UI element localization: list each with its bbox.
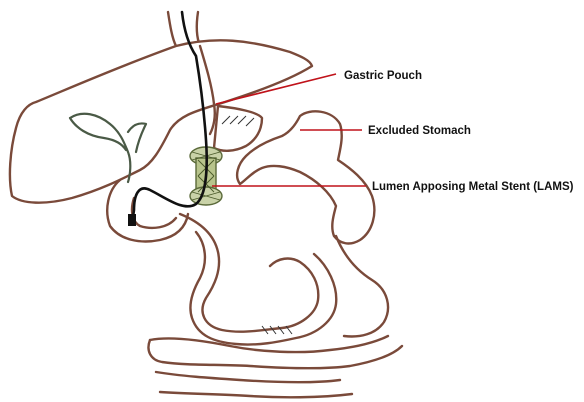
small-intestine bbox=[149, 214, 403, 397]
label-lams: Lumen Apposing Metal Stent (LAMS) bbox=[372, 181, 574, 193]
liver bbox=[10, 40, 312, 202]
endoscope-tip bbox=[128, 214, 136, 226]
label-excluded-stomach: Excluded Stomach bbox=[368, 125, 471, 137]
label-gastric-pouch: Gastric Pouch bbox=[344, 70, 422, 82]
